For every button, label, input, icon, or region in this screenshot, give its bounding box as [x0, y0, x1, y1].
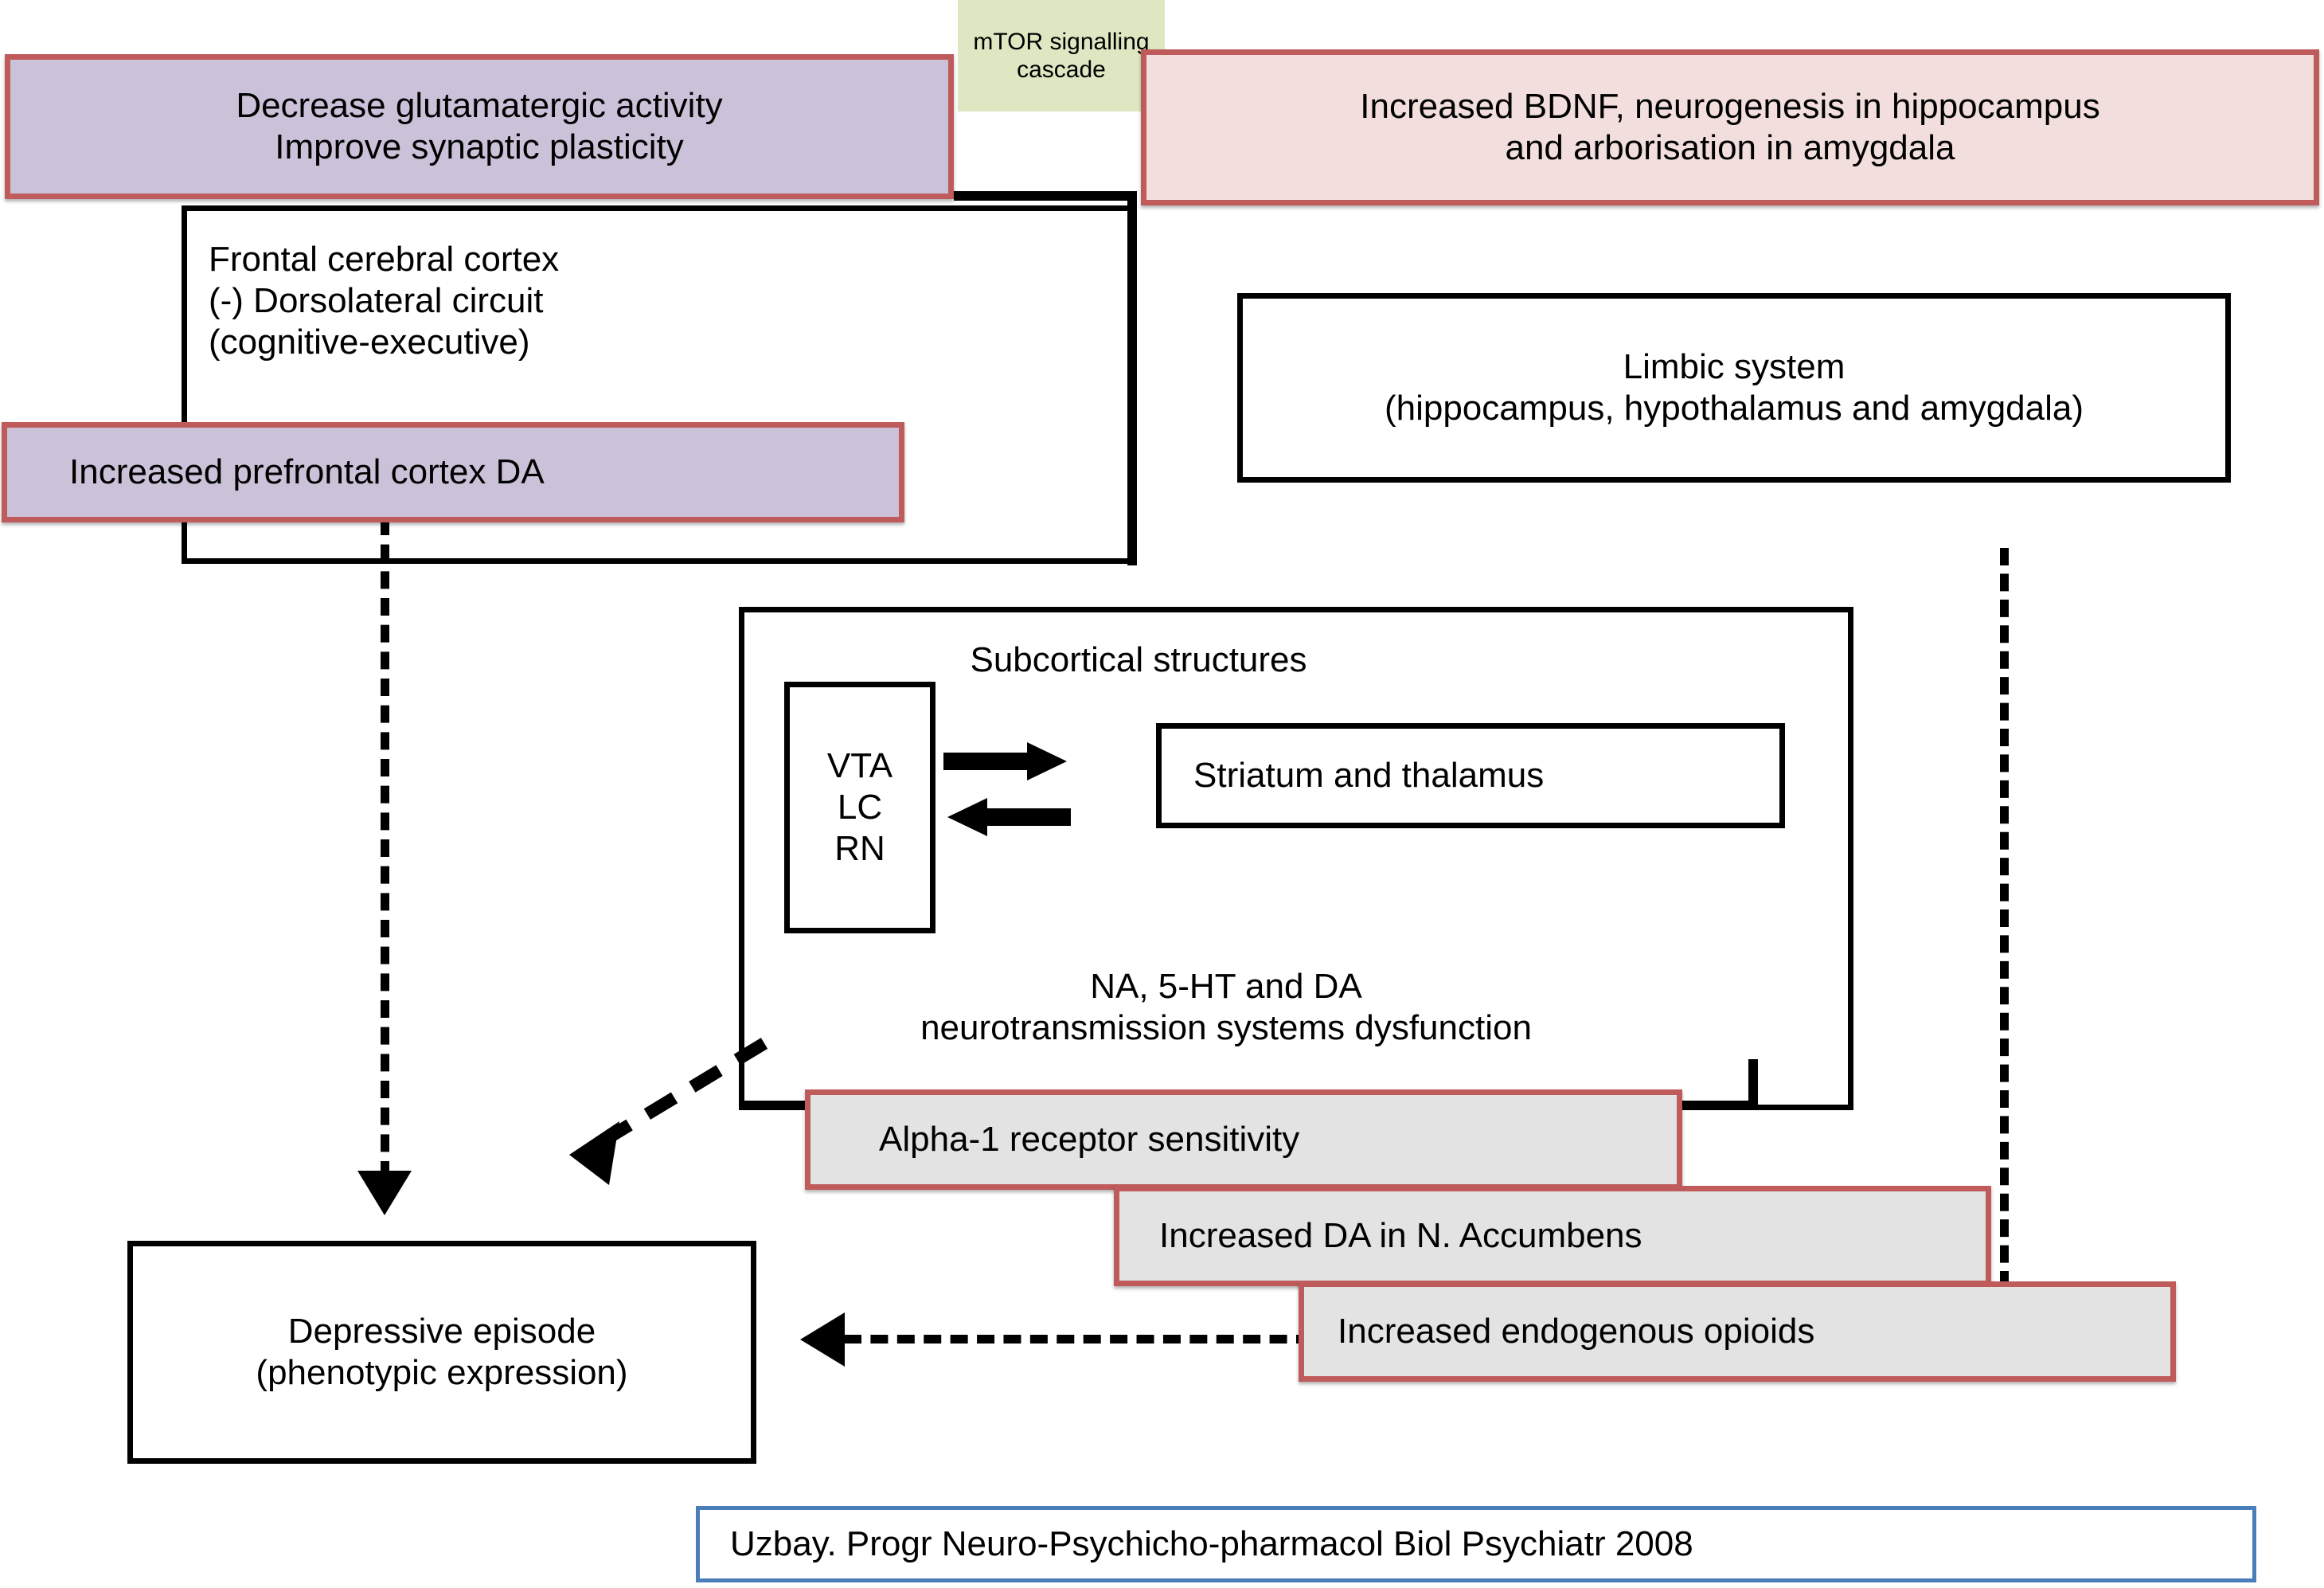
node-glutamatergic-activity[interactable]: Decrease glutamatergic activity Improve …	[5, 54, 954, 199]
node-prefrontal-da[interactable]: Increased prefrontal cortex DA	[2, 422, 904, 522]
connector-dashed-to-depressive	[381, 518, 389, 1179]
node-neurotransmission-dysfunction: NA, 5-HT and DA neurotransmission system…	[920, 967, 1532, 1047]
arrowhead-down-depressive	[357, 1171, 412, 1215]
citation-box[interactable]: Uzbay. Progr Neuro-Psychicho-pharmacol B…	[696, 1506, 2256, 1582]
node-endogenous-opioids[interactable]: Increased endogenous opioids	[1299, 1281, 2176, 1382]
connector-dashed-right-column	[2000, 548, 2009, 1289]
node-da-accumbens[interactable]: Increased DA in N. Accumbens	[1114, 1186, 1991, 1286]
node-depressive-episode[interactable]: Depressive episode (phenotypic expressio…	[127, 1241, 756, 1464]
connector-alpha1-elbow-v	[1748, 1059, 1758, 1110]
node-striatum-thalamus[interactable]: Striatum and thalamus	[1156, 723, 1785, 828]
node-mtor-cascade[interactable]: mTOR signalling cascade	[958, 0, 1165, 111]
connector-dashed-opioids	[844, 1335, 1314, 1344]
node-subcortical-label: Subcortical structures	[970, 640, 1307, 680]
connector-right-drop	[1127, 199, 1137, 565]
arrowhead-left-depressive	[800, 1312, 845, 1367]
connector-glut-to-mtor	[954, 191, 1137, 201]
node-alpha1-receptor[interactable]: Alpha-1 receptor sensitivity	[805, 1089, 1682, 1190]
node-frontal-cortex-label: Frontal cerebral cortex (-) Dorsolateral…	[209, 240, 560, 362]
connector-dashed-diagonal	[569, 1038, 768, 1185]
node-vta-lc-rn[interactable]: VTA LC RN	[784, 682, 935, 933]
node-bdnf[interactable]: Increased BDNF, neurogenesis in hippocam…	[1141, 49, 2319, 205]
node-limbic-system[interactable]: Limbic system (hippocampus, hypothalamus…	[1237, 293, 2231, 483]
connector-alpha1-elbow-h	[1664, 1101, 1758, 1110]
bidirectional-arrows	[943, 742, 1071, 836]
